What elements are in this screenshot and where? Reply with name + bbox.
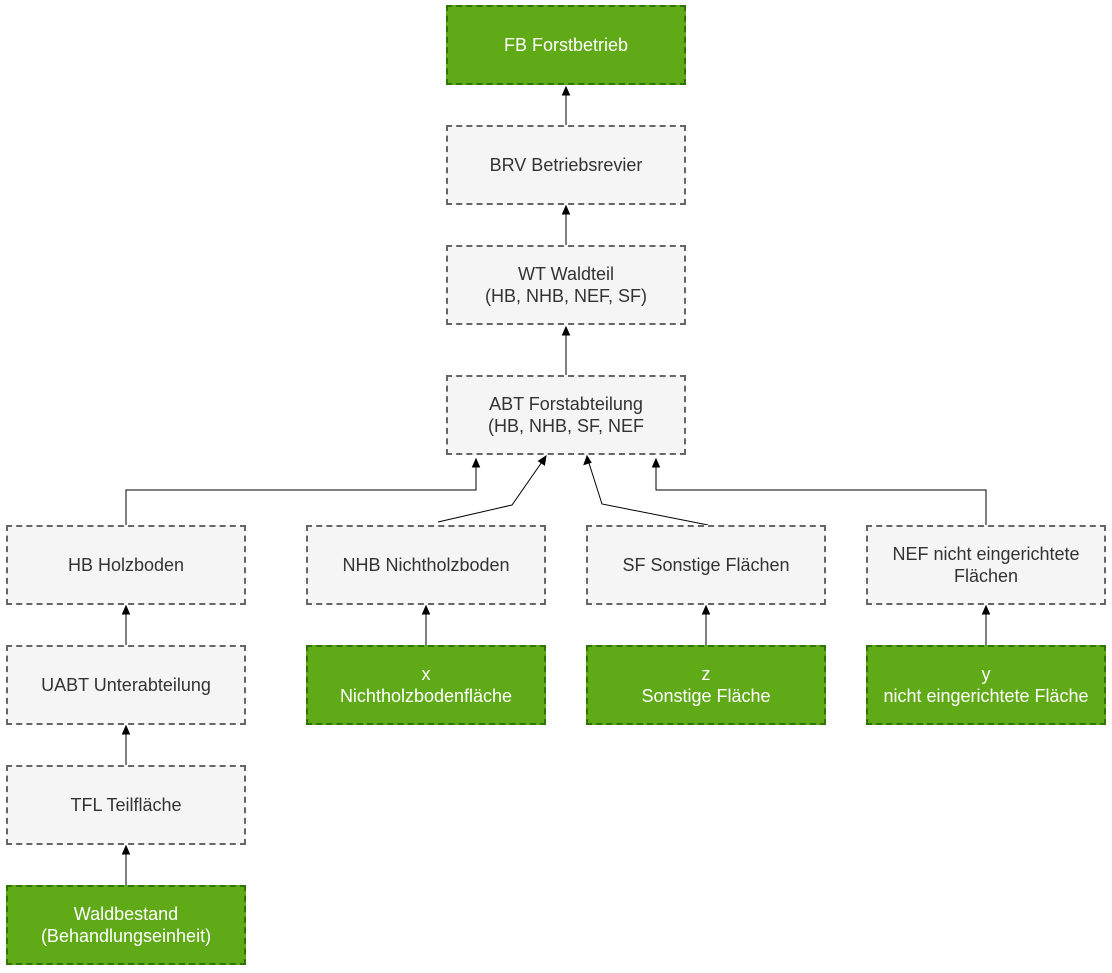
node-y-nicht-eingerichtete-flaeche[interactable]: y nicht eingerichtete Fläche (866, 645, 1106, 725)
node-nef-label: NEF nicht eingerichtete Flächen (892, 544, 1080, 586)
node-hb-holzboden[interactable]: HB Holzboden (6, 525, 246, 605)
node-tfl-label: TFL Teilfläche (70, 795, 182, 815)
node-sf-label: SF Sonstige Flächen (622, 555, 790, 575)
node-nhb-label: NHB Nichtholzboden (342, 555, 510, 575)
node-tfl-teilflaeche[interactable]: TFL Teilfläche (6, 765, 246, 845)
node-brv-betriebsrevier[interactable]: BRV Betriebsrevier (446, 125, 686, 205)
node-nef-nicht-eingerichtete-flaechen[interactable]: NEF nicht eingerichtete Flächen (866, 525, 1106, 605)
node-wt-label: WT Waldteil (HB, NHB, NEF, SF) (484, 264, 647, 306)
node-uabt-unterabteilung[interactable]: UABT Unterabteilung (6, 645, 246, 725)
edge-sf-to-abt (583, 454, 709, 526)
edge-brv-to-fb (561, 85, 571, 125)
node-x-label: x Nichtholzbodenfläche (339, 664, 513, 706)
edge-nef-to-abt (651, 457, 987, 525)
node-z-sonstige-flaeche[interactable]: z Sonstige Fläche (586, 645, 826, 725)
node-waldbestand[interactable]: Waldbestand (Behandlungseinheit) (6, 885, 246, 965)
node-brv-label: BRV Betriebsrevier (489, 155, 643, 175)
node-wt-waldteil[interactable]: WT Waldteil (HB, NHB, NEF, SF) (446, 245, 686, 325)
node-abt-label: ABT Forstabteilung (HB, NHB, SF, NEF (487, 394, 644, 436)
edge-nhb-to-abt (437, 454, 547, 523)
node-uabt-label: UABT Unterabteilung (41, 675, 211, 695)
edge-waldbestand-to-tfl (121, 844, 131, 885)
edge-x-to-nhb (421, 604, 431, 645)
edge-wt-to-brv (561, 204, 571, 245)
node-waldbestand-label: Waldbestand (Behandlungseinheit) (40, 904, 212, 946)
node-y-label: y nicht eingerichtete Fläche (883, 664, 1089, 706)
node-sf-sonstige-flaechen[interactable]: SF Sonstige Flächen (586, 525, 826, 605)
edge-tfl-to-uabt (121, 724, 131, 765)
node-fb-label: FB Forstbetrieb (503, 35, 629, 55)
node-z-label: z Sonstige Fläche (641, 664, 771, 706)
node-abt-forstabteilung[interactable]: ABT Forstabteilung (HB, NHB, SF, NEF (446, 375, 686, 455)
node-fb-forstbetrieb[interactable]: FB Forstbetrieb (446, 5, 686, 85)
edge-uabt-to-hb (121, 604, 131, 645)
edge-abt-to-wt (561, 325, 571, 375)
node-x-nichtholzbodenflaeche[interactable]: x Nichtholzbodenfläche (306, 645, 546, 725)
edge-y-to-nef (981, 604, 991, 645)
node-hb-label: HB Holzboden (67, 555, 185, 575)
node-nhb-nichtholzboden[interactable]: NHB Nichtholzboden (306, 525, 546, 605)
edge-hb-to-abt (125, 457, 481, 525)
edge-z-to-sf (701, 604, 711, 645)
